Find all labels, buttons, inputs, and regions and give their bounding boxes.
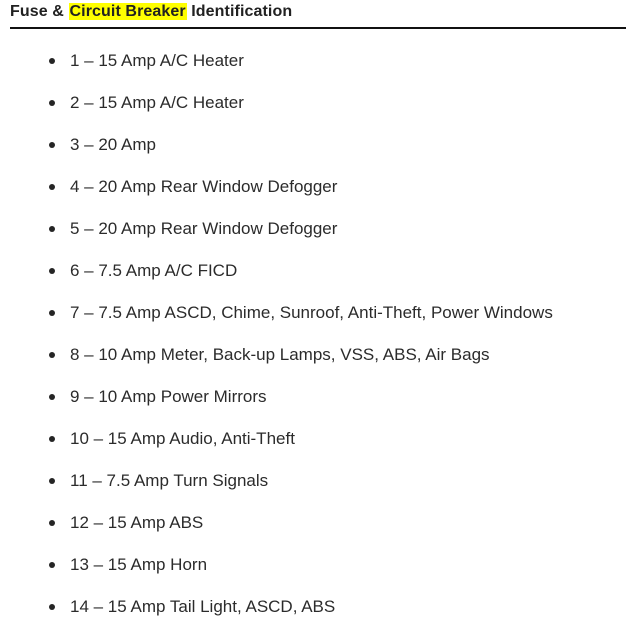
page-title: Fuse & Circuit Breaker Identification xyxy=(10,2,626,22)
list-item-label: 6 – 7.5 Amp A/C FICD xyxy=(70,261,238,280)
disc-bullet-icon xyxy=(49,394,55,400)
list-item: 14 – 15 Amp Tail Light, ASCD, ABS xyxy=(0,586,636,628)
search-highlight: Circuit Breaker xyxy=(68,3,187,20)
disc-bullet-icon xyxy=(49,352,55,358)
disc-bullet-icon xyxy=(49,100,55,106)
disc-bullet-icon xyxy=(49,58,55,64)
disc-bullet-icon xyxy=(49,142,55,148)
list-item-label: 11 – 7.5 Amp Turn Signals xyxy=(70,471,269,490)
list-item-label: 7 – 7.5 Amp ASCD, Chime, Sunroof, Anti-T… xyxy=(70,303,553,322)
title-text-after-highlight: Identification xyxy=(186,3,293,20)
list-item-label: 4 – 20 Amp Rear Window Defogger xyxy=(70,177,338,196)
list-item: 8 – 10 Amp Meter, Back-up Lamps, VSS, AB… xyxy=(0,334,636,376)
list-item-label: 1 – 15 Amp A/C Heater xyxy=(70,51,244,70)
list-item: 13 – 15 Amp Horn xyxy=(0,544,636,586)
list-item: 1 – 15 Amp A/C Heater xyxy=(0,40,636,82)
list-item: 10 – 15 Amp Audio, Anti-Theft xyxy=(0,418,636,460)
disc-bullet-icon xyxy=(49,478,55,484)
title-text-before-highlight: Fuse & xyxy=(10,3,69,20)
fuse-identification-list: 1 – 15 Amp A/C Heater 2 – 15 Amp A/C Hea… xyxy=(0,40,636,628)
list-item: 9 – 10 Amp Power Mirrors xyxy=(0,376,636,418)
list-item: 2 – 15 Amp A/C Heater xyxy=(0,82,636,124)
list-item-label: 10 – 15 Amp Audio, Anti-Theft xyxy=(70,429,295,448)
list-item: 12 – 15 Amp ABS xyxy=(0,502,636,544)
list-item-label: 2 – 15 Amp A/C Heater xyxy=(70,93,244,112)
disc-bullet-icon xyxy=(49,520,55,526)
list-item: 3 – 20 Amp xyxy=(0,124,636,166)
disc-bullet-icon xyxy=(49,310,55,316)
list-item-label: 12 – 15 Amp ABS xyxy=(70,513,204,532)
list-item-label: 13 – 15 Amp Horn xyxy=(70,555,208,574)
disc-bullet-icon xyxy=(49,226,55,232)
list-item-label: 14 – 15 Amp Tail Light, ASCD, ABS xyxy=(70,597,336,616)
list-item-label: 3 – 20 Amp xyxy=(70,135,157,154)
list-item-label: 8 – 10 Amp Meter, Back-up Lamps, VSS, AB… xyxy=(70,345,490,364)
list-item: 5 – 20 Amp Rear Window Defogger xyxy=(0,208,636,250)
list-item: 4 – 20 Amp Rear Window Defogger xyxy=(0,166,636,208)
disc-bullet-icon xyxy=(49,562,55,568)
disc-bullet-icon xyxy=(49,184,55,190)
disc-bullet-icon xyxy=(49,268,55,274)
heading-block: Fuse & Circuit Breaker Identification xyxy=(0,0,636,22)
disc-bullet-icon xyxy=(49,436,55,442)
horizontal-divider xyxy=(10,27,626,29)
list-item-label: 9 – 10 Amp Power Mirrors xyxy=(70,387,267,406)
disc-bullet-icon xyxy=(49,604,55,610)
list-item: 6 – 7.5 Amp A/C FICD xyxy=(0,250,636,292)
list-item-label: 5 – 20 Amp Rear Window Defogger xyxy=(70,219,338,238)
list-item: 7 – 7.5 Amp ASCD, Chime, Sunroof, Anti-T… xyxy=(0,292,636,334)
list-item: 11 – 7.5 Amp Turn Signals xyxy=(0,460,636,502)
